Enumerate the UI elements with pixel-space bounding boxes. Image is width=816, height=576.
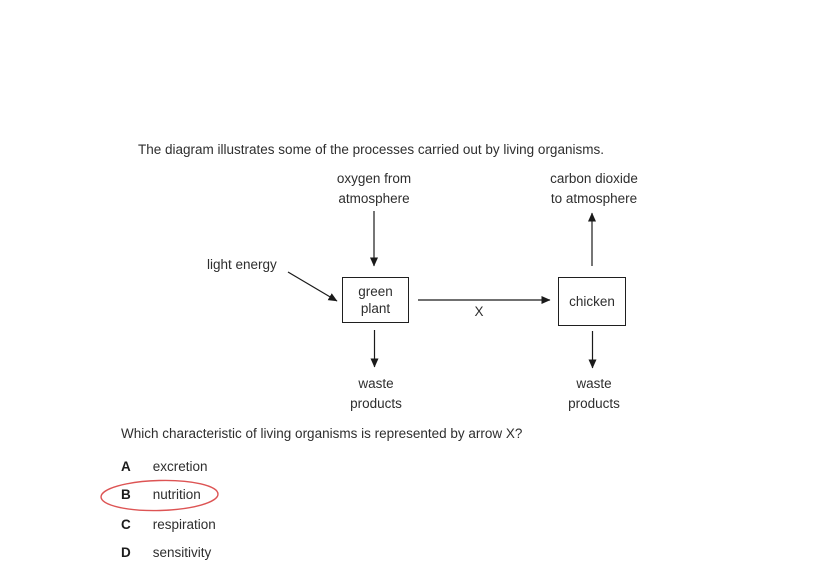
option-letter-d: D — [121, 545, 131, 560]
label-arrow-x: X — [474, 304, 484, 319]
option-row-c[interactable]: C respiration — [121, 517, 216, 533]
option-text-b: nutrition — [152, 487, 201, 502]
label-oxygen-from-atmosphere: oxygen from atmosphere — [336, 171, 412, 206]
option-text-c: respiration — [152, 517, 216, 532]
option-text-d: sensitivity — [152, 545, 212, 560]
chicken-box-label: chicken — [569, 294, 615, 309]
green-plant-box-label: green plant — [358, 284, 393, 316]
question-text: Which characteristic of living organisms… — [121, 426, 523, 441]
chicken-box: chicken — [558, 277, 626, 326]
option-text-a: excretion — [152, 459, 208, 474]
option-row-a[interactable]: A excretion — [121, 459, 208, 475]
option-letter-a: A — [121, 459, 131, 474]
option-row-b[interactable]: B nutrition — [121, 487, 201, 503]
label-waste-products-left: waste products — [350, 376, 402, 411]
option-letter-b: B — [121, 487, 131, 502]
prompt-text: The diagram illustrates some of the proc… — [138, 142, 604, 157]
label-waste-products-right: waste products — [568, 376, 620, 411]
label-light-energy: light energy — [207, 257, 277, 272]
arrow-light-energy-to-green-plant — [287, 271, 338, 302]
label-carbon-dioxide-to-atmosphere: carbon dioxide to atmosphere — [550, 171, 638, 206]
green-plant-box: green plant — [342, 277, 409, 323]
option-letter-c: C — [121, 517, 131, 532]
option-row-d[interactable]: D sensitivity — [121, 545, 211, 561]
